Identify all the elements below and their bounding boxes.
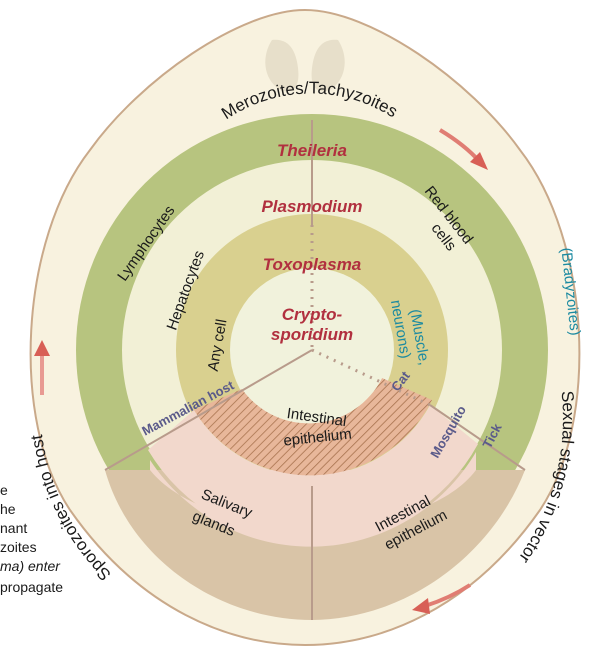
caption-line-4: zoites xyxy=(0,539,37,555)
caption-line-2: he xyxy=(0,501,16,517)
arrow-bottom-right-head xyxy=(412,598,430,614)
genus-crypto-line2: sporidium xyxy=(271,325,353,344)
divider-left xyxy=(104,349,313,471)
top-blob-left xyxy=(265,39,299,92)
divider-right-dotted xyxy=(311,348,431,407)
hatched-region xyxy=(194,378,432,476)
top-blob-right xyxy=(311,39,345,92)
genus-theileria: Theileria xyxy=(277,141,347,160)
hatched-region-inner xyxy=(242,350,382,424)
genus-crypto-line1: Crypto- xyxy=(282,305,343,324)
vector-pink-lower xyxy=(150,452,476,547)
caption-line-6: propagate xyxy=(0,579,63,595)
arrow-left-head xyxy=(34,340,50,356)
genus-toxoplasma: Toxoplasma xyxy=(263,255,362,274)
caption-line-5: ma) enter xyxy=(0,558,61,574)
divider-right xyxy=(429,404,526,471)
arrow-top-right-head xyxy=(470,152,488,170)
caption-line-3: nant xyxy=(0,520,27,536)
caption-line-1: e xyxy=(0,482,8,498)
arrow-bottom-right xyxy=(424,583,472,608)
genus-plasmodium: Plasmodium xyxy=(261,197,362,216)
